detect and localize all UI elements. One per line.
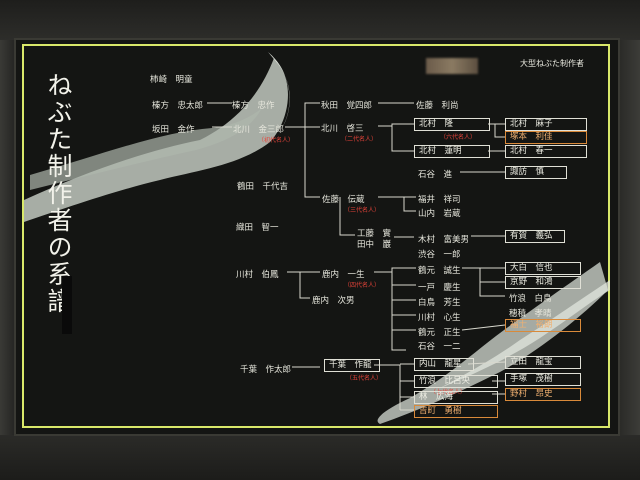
name-tsuruta: 鶴田 千代吉 xyxy=(237,182,289,192)
box-kitamura-asako: 北村 麻子 xyxy=(505,118,587,131)
box-kitamura-renmei: 北村 蓮明 xyxy=(414,145,490,158)
display-panel xyxy=(14,38,620,436)
name-akita: 秋田 覚四郎 xyxy=(321,101,373,111)
box-chiba-sakuryu: 千葉 作龍 xyxy=(324,359,380,372)
box-suwa: 諏訪 慎 xyxy=(505,166,567,179)
name-kawamura-shinsei: 川村 心生 xyxy=(418,313,461,323)
name-muneta-chutaro: 榛方 忠太郎 xyxy=(152,101,204,111)
box-kitamura-takashi: 北村 隆 xyxy=(414,118,490,131)
name-tanaka: 田中 巖 xyxy=(357,240,392,250)
name-shiratori: 白鳥 芳生 xyxy=(418,298,461,308)
box-kyono: 京野 和鴻 xyxy=(505,276,581,289)
box-tezuka: 手塚 茂樹 xyxy=(505,373,581,386)
gen-label-4: （四代名人） xyxy=(344,282,381,289)
name-shikanai-tsugio: 鹿内 次男 xyxy=(312,296,355,306)
name-hozumi: 穂積 孝晴 xyxy=(509,309,552,319)
name-sakata: 坂田 金作 xyxy=(152,125,195,135)
box-nomura: 野村 昂史 xyxy=(505,388,581,401)
title-underbar xyxy=(62,276,72,334)
name-kawamura-hakuho: 川村 伯鳳 xyxy=(236,270,279,280)
name-sato-toshinao: 佐藤 利尚 xyxy=(416,101,459,111)
name-sato-denzo: 佐藤 伝蔵 xyxy=(322,195,365,205)
box-yoshimachi: 吉町 勇樹 xyxy=(414,405,498,418)
box-fukushi: 福士 裕朗 xyxy=(505,319,581,332)
name-shibuya: 渋谷 一郎 xyxy=(418,250,461,260)
box-ariga: 有賀 義弘 xyxy=(505,230,565,243)
name-ichinohe: 一戸 慶生 xyxy=(418,283,461,293)
name-kitagawa-kinzaburo: 北川 金三郎 xyxy=(233,125,285,135)
name-kakizaki: 柿崎 明童 xyxy=(150,75,193,85)
name-shikanai-issei: 鹿内 一生 xyxy=(322,270,365,280)
wall-bottom xyxy=(0,435,640,480)
box-tatsuta: 立田 龍宝 xyxy=(505,356,581,369)
wall-left xyxy=(0,40,14,440)
name-ishitani: 石谷 進 xyxy=(418,170,453,180)
name-muneta-chusaku: 榛方 忠作 xyxy=(232,101,275,111)
box-takenami-hiroo: 竹浪 比呂央 xyxy=(414,375,498,388)
name-yamauchi: 山内 岩蔵 xyxy=(418,209,461,219)
gen-label-1: （初代名人） xyxy=(258,137,295,144)
name-kudo: 工藤 實 xyxy=(357,229,392,239)
box-uchiyama: 内山 龍星 xyxy=(414,358,474,371)
name-kitagawa-keizo: 北川 啓三 xyxy=(321,124,364,134)
gen-label-6: （六代名人） xyxy=(440,134,477,141)
panel-frame xyxy=(22,44,610,428)
box-oshiro: 大白 信也 xyxy=(505,262,581,275)
name-tsurumoto: 鶴元 誠生 xyxy=(418,266,461,276)
gen-label-2: （二代名人） xyxy=(341,136,378,143)
name-oda: 織田 智一 xyxy=(236,223,279,233)
gen-label-5: （五代名人） xyxy=(346,375,383,382)
name-ishitani-kazuji: 石谷 一二 xyxy=(418,342,461,352)
box-kitamura-shunichi: 北村 春一 xyxy=(505,145,587,158)
box-hayashi: 林 広海 xyxy=(414,391,498,404)
name-chiba-sakutaro: 千葉 作太郎 xyxy=(240,365,292,375)
name-takenami-hakucho: 竹浪 白鳥 xyxy=(509,294,552,304)
gen-label-3: （三代名人） xyxy=(344,207,381,214)
name-fukui: 福井 祥司 xyxy=(418,195,461,205)
header-label: 大型ねぶた制作者 xyxy=(520,59,584,68)
box-tsukamoto: 塚本 利佳 xyxy=(505,131,587,144)
wall-right xyxy=(620,40,640,440)
name-tsurumoto-masao: 鶴元 正生 xyxy=(418,328,461,338)
page-title: ねぶた制作者の系譜 xyxy=(44,72,73,315)
gen-label-7: （七代名人） xyxy=(430,389,467,396)
obscured-label xyxy=(426,58,478,74)
name-kimura: 木村 富美男 xyxy=(418,235,470,245)
wall-top xyxy=(0,0,640,40)
